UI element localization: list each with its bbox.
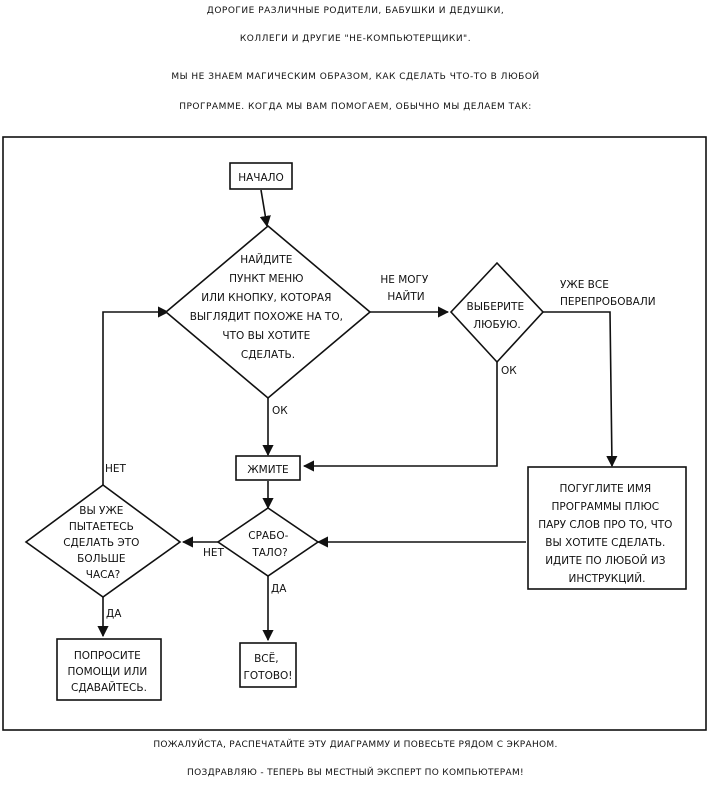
find-line: ПУНКТ МЕНЮ [229,273,303,285]
worked-line: СРАБО- [248,530,288,542]
done-line: ВСЁ, [254,652,279,665]
trying-hour-decision: ВЫ УЖЕ ПЫТАЕТЕСЬ СДЕЛАТЬ ЭТО БОЛЬШЕ ЧАСА… [24,484,182,598]
svg-text:ВЫБЕРИТЕ ЛЮБУЮ.: ВЫБЕРИТЕ ЛЮБУЮ. [467,301,528,331]
find-line: НАЙДИТЕ [240,253,292,266]
pick-line: ВЫБЕРИТЕ [467,301,525,313]
svg-text:ВСЁ, ГОТОВО!: ВСЁ, ГОТОВО! [243,652,292,682]
find-line: ВЫГЛЯДИТ ПОХОЖЕ НА ТО, [190,311,343,323]
svg-text:ПОГУГЛИТЕ ИМЯ ПРОГРАММЫ: ПОГУГЛИТЕ ИМЯ ПРОГРАММЫ ПЛЮС ПАРУ СЛОВ П… [538,483,676,585]
pick-any-decision: ВЫБЕРИТЕ ЛЮБУЮ. [449,261,545,364]
google-node: ПОГУГЛИТЕ ИМЯ ПРОГРАММЫ ПЛЮС ПАРУ СЛОВ П… [527,466,687,590]
connectors [97,189,618,642]
edge-label-tried-all: ПЕРЕПРОБОВАЛИ [560,296,656,308]
trying-line: ВЫ УЖЕ [79,505,123,517]
start-node: НАЧАЛО [229,162,293,190]
click-label: ЖМИТЕ [247,464,288,476]
ask-line: ПОМОЩИ ИЛИ [67,666,147,678]
worked-decision: СРАБО- ТАЛО? [216,507,320,577]
ask-line: ПОПРОСИТЕ [74,650,141,662]
footer-line-1: ПОЖАЛУЙСТА, РАСПЕЧАТАЙТЕ ЭТУ ДИАГРАММУ И… [153,740,558,750]
svg-text:НЕ МОГУ НАЙТИ: НЕ МОГУ НАЙТИ [380,274,431,303]
pick-line: ЛЮБУЮ. [473,319,521,331]
google-line: ИНСТРУКЦИЙ. [569,572,646,585]
edge-label-ok-find: ОК [272,405,288,417]
edge-label-cant-find: НАЙТИ [387,290,424,303]
header-line-3: МЫ НЕ ЗНАЕМ МАГИЧЕСКИМ ОБРАЗОМ, КАК СДЕЛ… [171,72,540,82]
svg-text:ВЫ УЖЕ ПЫТАЕТЕСЬ С: ВЫ УЖЕ ПЫТАЕТЕСЬ СДЕЛАТЬ ЭТО БОЛЬШЕ ЧАСА… [63,505,143,581]
trying-line: СДЕЛАТЬ ЭТО [63,537,139,549]
start-label: НАЧАЛО [238,172,284,184]
google-line: ВЫ ХОТИТЕ СДЕЛАТЬ. [545,537,665,549]
svg-text:ПОПРОСИТЕ ПОМОЩИ ИЛИ: ПОПРОСИТЕ ПОМОЩИ ИЛИ СДАВАЙТЕСЬ. [67,650,150,694]
trying-line: ПЫТАЕТЕСЬ [69,521,134,533]
svg-text:СРАБО- ТАЛО?: СРАБО- ТАЛО? [248,530,291,559]
edge-label-cant-find: НЕ МОГУ [380,274,429,286]
trying-line: БОЛЬШЕ [77,553,125,565]
header-line-2: КОЛЛЕГИ И ДРУГИЕ "НЕ-КОМПЬЮТЕРЩИКИ". [239,34,472,44]
click-node: ЖМИТЕ [235,455,301,481]
ask-help-node: ПОПРОСИТЕ ПОМОЩИ ИЛИ СДАВАЙТЕСЬ. [56,638,162,701]
ask-line: СДАВАЙТЕСЬ. [71,681,147,694]
find-line: ЧТО ВЫ ХОТИТЕ [222,330,310,342]
header-line-1: ДОРОГИЕ РАЗЛИЧНЫЕ РОДИТЕЛИ, БАБУШКИ И ДЕ… [206,6,505,16]
footer-line-2: ПОЗДРАВЛЯЮ - ТЕПЕРЬ ВЫ МЕСТНЫЙ ЭКСПЕРТ П… [187,768,524,778]
find-line: ИЛИ КНОПКУ, КОТОРАЯ [201,292,331,304]
svg-text:УЖЕ ВСЕ ПЕРЕПРОБОВАЛИ: УЖЕ ВСЕ ПЕРЕПРОБОВАЛИ [560,279,656,308]
trying-line: ЧАСА? [86,569,120,581]
flowchart-frame [2,136,707,731]
google-line: ПАРУ СЛОВ ПРО ТО, ЧТО [538,519,672,531]
google-line: ПРОГРАММЫ ПЛЮС [552,501,660,513]
find-menu-decision: НАЙДИТЕ ПУНКТ МЕНЮ ИЛИ КНОПКУ, КОТОРАЯ В… [164,224,372,400]
done-line: ГОТОВО! [243,670,292,682]
edge-label-ok-pick: ОК [501,365,517,377]
edge-label-no-trying: НЕТ [105,463,127,475]
header-line-4: ПРОГРАММЕ. КОГДА МЫ ВАМ ПОМОГАЕМ, ОБЫЧНО… [179,102,532,112]
google-line: ИДИТЕ ПО ЛЮБОЙ ИЗ [545,554,666,567]
done-node: ВСЁ, ГОТОВО! [239,642,297,688]
find-line: СДЕЛАТЬ. [241,349,295,361]
worked-line: ТАЛО? [251,547,287,559]
edge-label-yes-trying: ДА [106,608,122,620]
svg-text:НАЙДИТЕ ПУНКТ МЕНЮ: НАЙДИТЕ ПУНКТ МЕНЮ ИЛИ КНОПКУ, КОТОРАЯ В… [190,253,347,361]
edge-label-yes-worked: ДА [271,583,287,595]
google-line: ПОГУГЛИТЕ ИМЯ [559,483,651,495]
edge-label-no-worked: НЕТ [203,547,225,559]
edge-label-tried-all: УЖЕ ВСЕ [560,279,609,291]
